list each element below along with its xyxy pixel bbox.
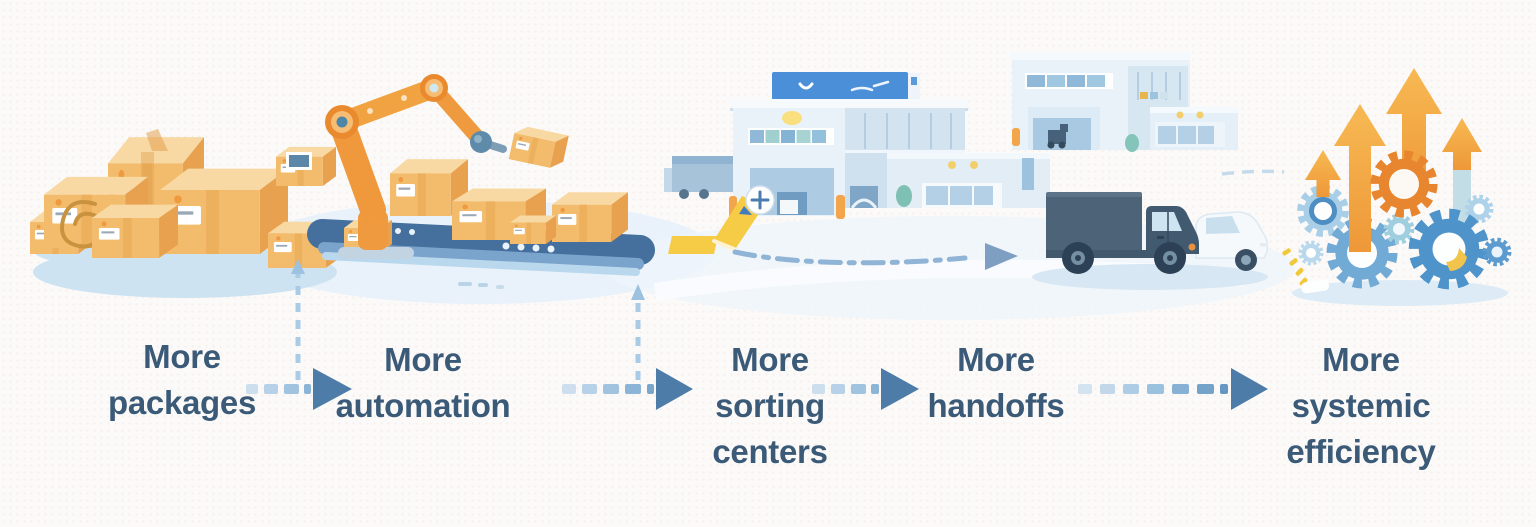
warehouse-buildings-icon (664, 52, 1285, 270)
package-pile-icon (30, 129, 342, 268)
step-label-automation: More automation (335, 341, 511, 425)
package-trail-icon (1282, 248, 1330, 294)
route-dashed-arrow-icon (732, 243, 1018, 270)
white-van-icon (1195, 211, 1269, 271)
growth-arrow-small (1305, 150, 1341, 197)
flow-arrow-1-icon (246, 368, 352, 410)
box-truck-icon (1046, 192, 1199, 274)
growth-arrow-tallest (1386, 68, 1442, 195)
flow-arrow-2-icon (562, 368, 693, 410)
growth-arrow-right (1442, 118, 1482, 170)
flow-arrow-4-icon (1078, 368, 1268, 410)
warehouse-building-front (729, 72, 1050, 219)
growth-arrow-tall (1334, 104, 1386, 252)
step-label-packages: More packages (107, 338, 257, 422)
gears-growth-arrows-icon (1282, 68, 1509, 294)
connector-dashed-line-2 (631, 284, 645, 380)
package-chute-icon (668, 185, 775, 254)
connector-dashed-line-1 (291, 259, 305, 380)
flow-arrow-3-icon (812, 368, 919, 410)
warehouse-building-rear (1010, 52, 1285, 176)
parked-trailer-icon (664, 156, 736, 199)
robotic-arm-icon (325, 74, 569, 259)
step-label-sorting-centers: More sorting centers (712, 341, 828, 471)
step-label-handoffs: More handoffs (927, 341, 1065, 425)
step-label-systemic-efficiency: More systemic efficiency (1286, 341, 1436, 471)
delivery-trucks-icon (1046, 192, 1269, 274)
